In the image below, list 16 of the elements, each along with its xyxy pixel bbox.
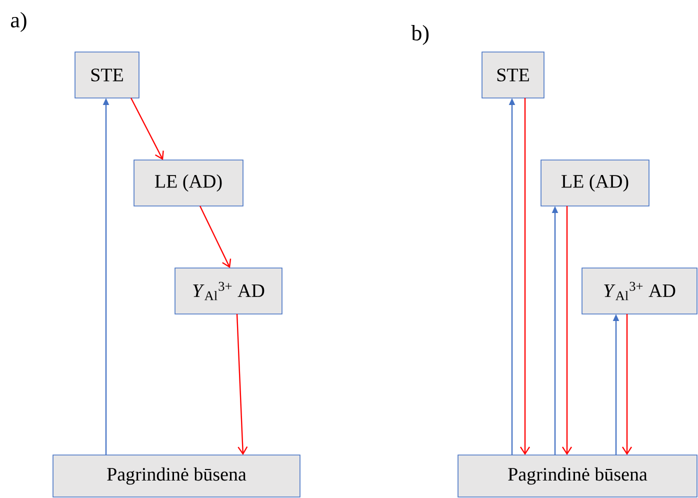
- state-box: Y$_{Al}$$^{3+}$ AD: [582, 268, 698, 314]
- state-box: Pagrindinė būsena: [458, 454, 698, 498]
- state-box: LE (AD): [134, 160, 244, 206]
- state-box: STE: [74, 52, 140, 98]
- state-box: STE: [482, 52, 544, 98]
- panel-label: a): [10, 12, 26, 32]
- arrow: [236, 314, 248, 455]
- state-box: LE (AD): [540, 160, 650, 206]
- arrow: [199, 206, 232, 268]
- panel-label: b): [411, 25, 429, 45]
- arrow: [520, 98, 530, 455]
- arrow: [130, 98, 164, 160]
- state-box: Y$_{Al}$$^{3+}$ AD: [174, 268, 282, 314]
- state-box: Pagrindinė būsena: [52, 454, 300, 498]
- arrow: [562, 206, 572, 455]
- arrow: [622, 314, 632, 455]
